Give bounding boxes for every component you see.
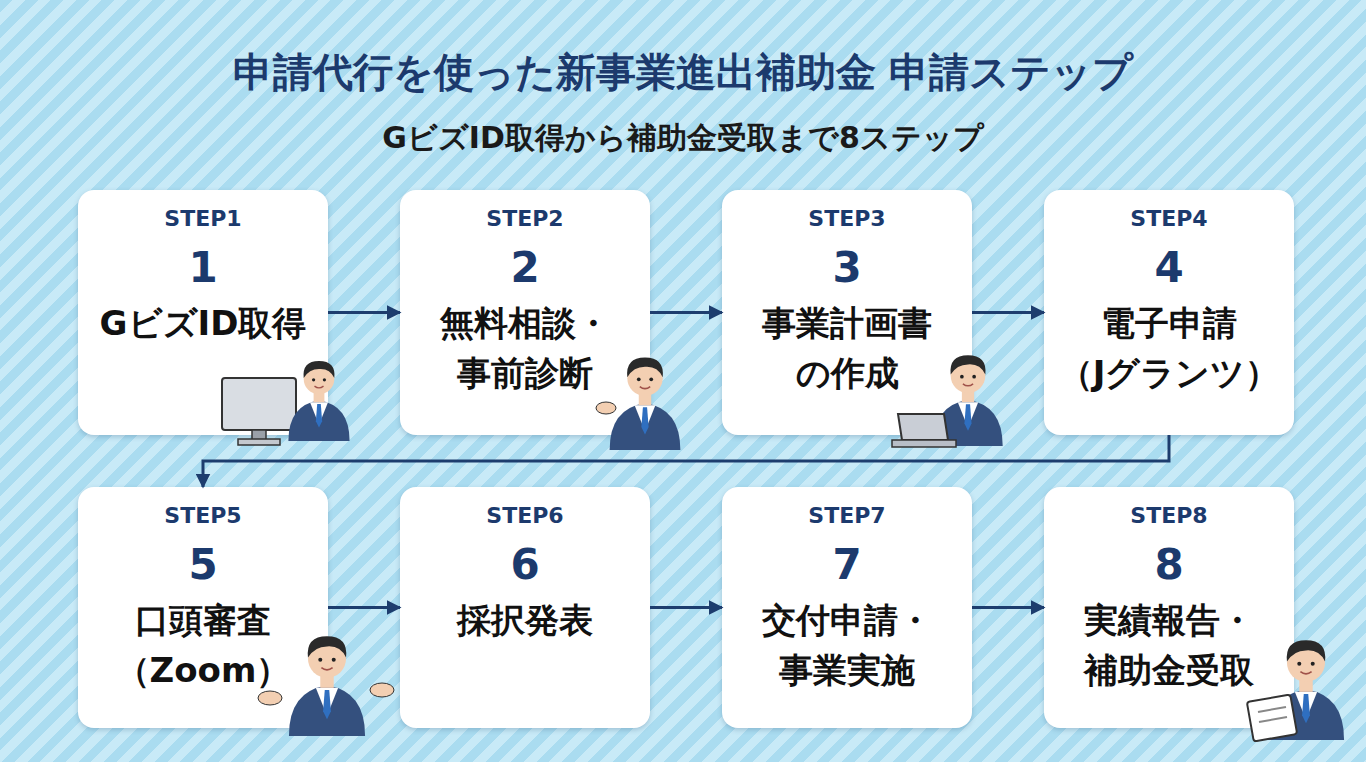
flow-arrow <box>328 606 400 609</box>
flow-arrow <box>972 311 1044 314</box>
step-number: 5 <box>188 539 217 591</box>
step-text: 事業計画書 の作成 <box>729 298 965 398</box>
step-box: STEP7 7交付申請・ 事業実施 <box>722 487 972 728</box>
clipboard-line <box>1259 717 1287 722</box>
step-text: 無料相談・ 事前診断 <box>407 298 643 398</box>
person-illustration <box>288 361 349 441</box>
step-number: 6 <box>510 539 539 591</box>
laptop <box>898 414 948 440</box>
flow-arrow <box>972 606 1044 609</box>
step-text: 採択発表 <box>407 595 643 645</box>
flow-arrow <box>650 606 722 609</box>
flow-arrow <box>328 311 400 314</box>
clipboard <box>1247 694 1297 741</box>
laptop-base <box>892 440 956 447</box>
person-illustration <box>610 357 681 450</box>
step-box: STEP5 5口頭審査 （Zoom） <box>78 487 328 728</box>
hand <box>258 691 282 705</box>
step-box: STEP1 1GビズID取得 <box>78 190 328 435</box>
step-label: STEP7 <box>808 501 885 531</box>
step-number: 8 <box>1154 539 1183 591</box>
step-label: STEP1 <box>164 204 241 234</box>
person-illustration <box>933 355 1002 446</box>
hand <box>370 683 394 697</box>
person-illustration <box>289 636 365 736</box>
person-illustration <box>1268 640 1344 740</box>
subtitle-label: GビズID取得から補助金受取まで8ステップ <box>0 118 1366 158</box>
step-box: STEP4 4電子申請 （Jグランツ） <box>1044 190 1294 435</box>
step-text: GビズID取得 <box>85 298 321 348</box>
flow-arrow <box>650 311 722 314</box>
step-number: 2 <box>510 242 539 294</box>
step-text: 口頭審査 （Zoom） <box>85 595 321 695</box>
flow-arrow <box>203 435 1169 487</box>
clipboard-line <box>1258 707 1286 712</box>
step-label: STEP2 <box>486 204 563 234</box>
step-box: STEP6 6採択発表 <box>400 487 650 728</box>
step-number: 7 <box>832 539 861 591</box>
monitor-base <box>238 439 280 445</box>
monitor-stand <box>252 430 266 440</box>
step-label: STEP6 <box>486 501 563 531</box>
hand <box>596 402 616 414</box>
monitor <box>222 378 296 430</box>
step-number: 4 <box>1154 242 1183 294</box>
diagram-title: 申請代行を使った新事業進出補助金 申請ステップ <box>0 44 1366 100</box>
step-label: STEP4 <box>1130 204 1207 234</box>
step-label: STEP3 <box>808 204 885 234</box>
step-text: 実績報告・ 補助金受取 <box>1051 595 1287 695</box>
step-label: STEP8 <box>1130 501 1207 531</box>
step-label: STEP5 <box>164 501 241 531</box>
step-number: 1 <box>188 242 217 294</box>
step-text: 交付申請・ 事業実施 <box>729 595 965 695</box>
step-text: 電子申請 （Jグランツ） <box>1051 298 1287 398</box>
step-box: STEP2 2無料相談・ 事前診断 <box>400 190 650 435</box>
step-box: STEP3 3事業計画書 の作成 <box>722 190 972 435</box>
step-number: 3 <box>832 242 861 294</box>
step-box: STEP8 8実績報告・ 補助金受取 <box>1044 487 1294 728</box>
